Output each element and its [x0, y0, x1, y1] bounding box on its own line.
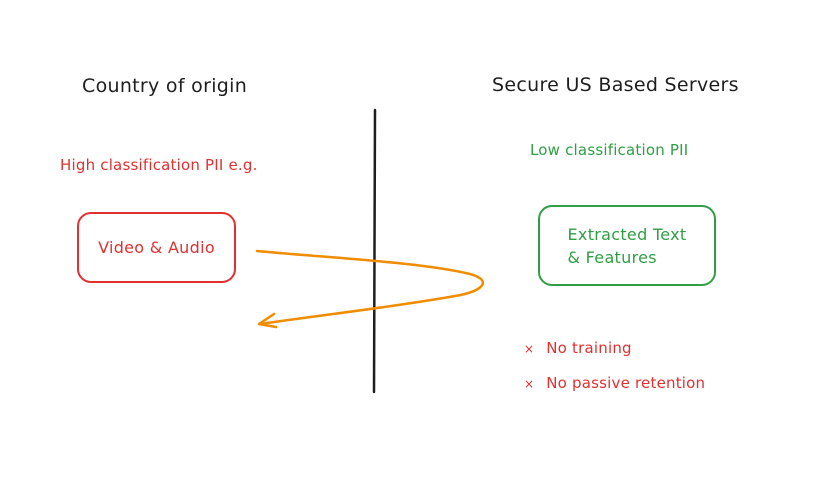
right-heading: Secure US Based Servers — [492, 74, 739, 96]
data-flow-arrow — [255, 249, 484, 326]
extracted-text-label: Extracted Text & Features — [567, 224, 687, 267]
cross-icon: × — [524, 342, 535, 356]
video-audio-label: Video & Audio — [98, 238, 215, 257]
cross-icon: × — [524, 377, 535, 391]
extracted-text-box: Extracted Text & Features — [538, 205, 716, 286]
video-audio-box: Video & Audio — [77, 212, 236, 283]
note-text: No passive retention — [546, 374, 706, 392]
high-pii-label: High classification PII e.g. — [60, 156, 258, 174]
note-no-passive-retention: × No passive retention — [524, 374, 705, 392]
low-pii-label: Low classification PII — [530, 141, 689, 159]
left-heading: Country of origin — [82, 75, 248, 97]
note-text: No training — [546, 339, 632, 357]
note-no-training: × No training — [524, 339, 632, 357]
divider-line — [372, 108, 377, 394]
data-flow-arrowhead — [257, 312, 278, 329]
